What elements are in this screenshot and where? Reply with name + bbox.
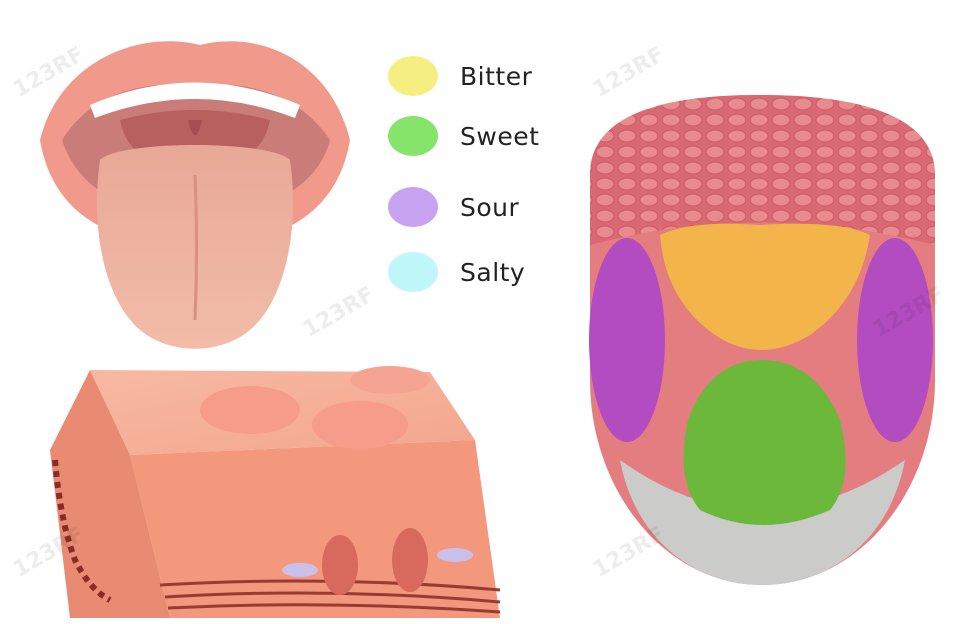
legend-swatch-sweet [388, 116, 438, 156]
tongue-taste-map [589, 95, 935, 585]
legend-label-bitter: Bitter [460, 62, 532, 91]
taste-bud [392, 528, 428, 592]
legend-label-sour: Sour [460, 193, 519, 222]
legend-item-bitter: Bitter [388, 54, 532, 98]
legend-swatch-salty [388, 252, 438, 292]
taste-bud-cross-section [50, 366, 500, 618]
legend-label-sweet: Sweet [460, 122, 539, 151]
legend-item-salty: Salty [388, 250, 525, 294]
taste-bud [322, 535, 358, 595]
tongue-back-papillae [590, 95, 935, 245]
nerve-cell [282, 563, 318, 577]
papilla [350, 366, 430, 394]
legend-item-sweet: Sweet [388, 114, 539, 158]
papilla [312, 401, 408, 449]
block-front-face [130, 440, 500, 618]
sour-zone-left [589, 238, 665, 442]
papilla [200, 386, 300, 434]
legend-item-sour: Sour [388, 185, 519, 229]
legend-swatch-bitter [388, 56, 438, 96]
open-mouth-illustration [40, 41, 350, 348]
tongue-median-groove [195, 175, 197, 320]
legend-swatch-sour [388, 187, 438, 227]
sour-zone-right [857, 238, 933, 442]
legend-label-salty: Salty [460, 258, 525, 287]
nerve-cell [437, 548, 473, 562]
